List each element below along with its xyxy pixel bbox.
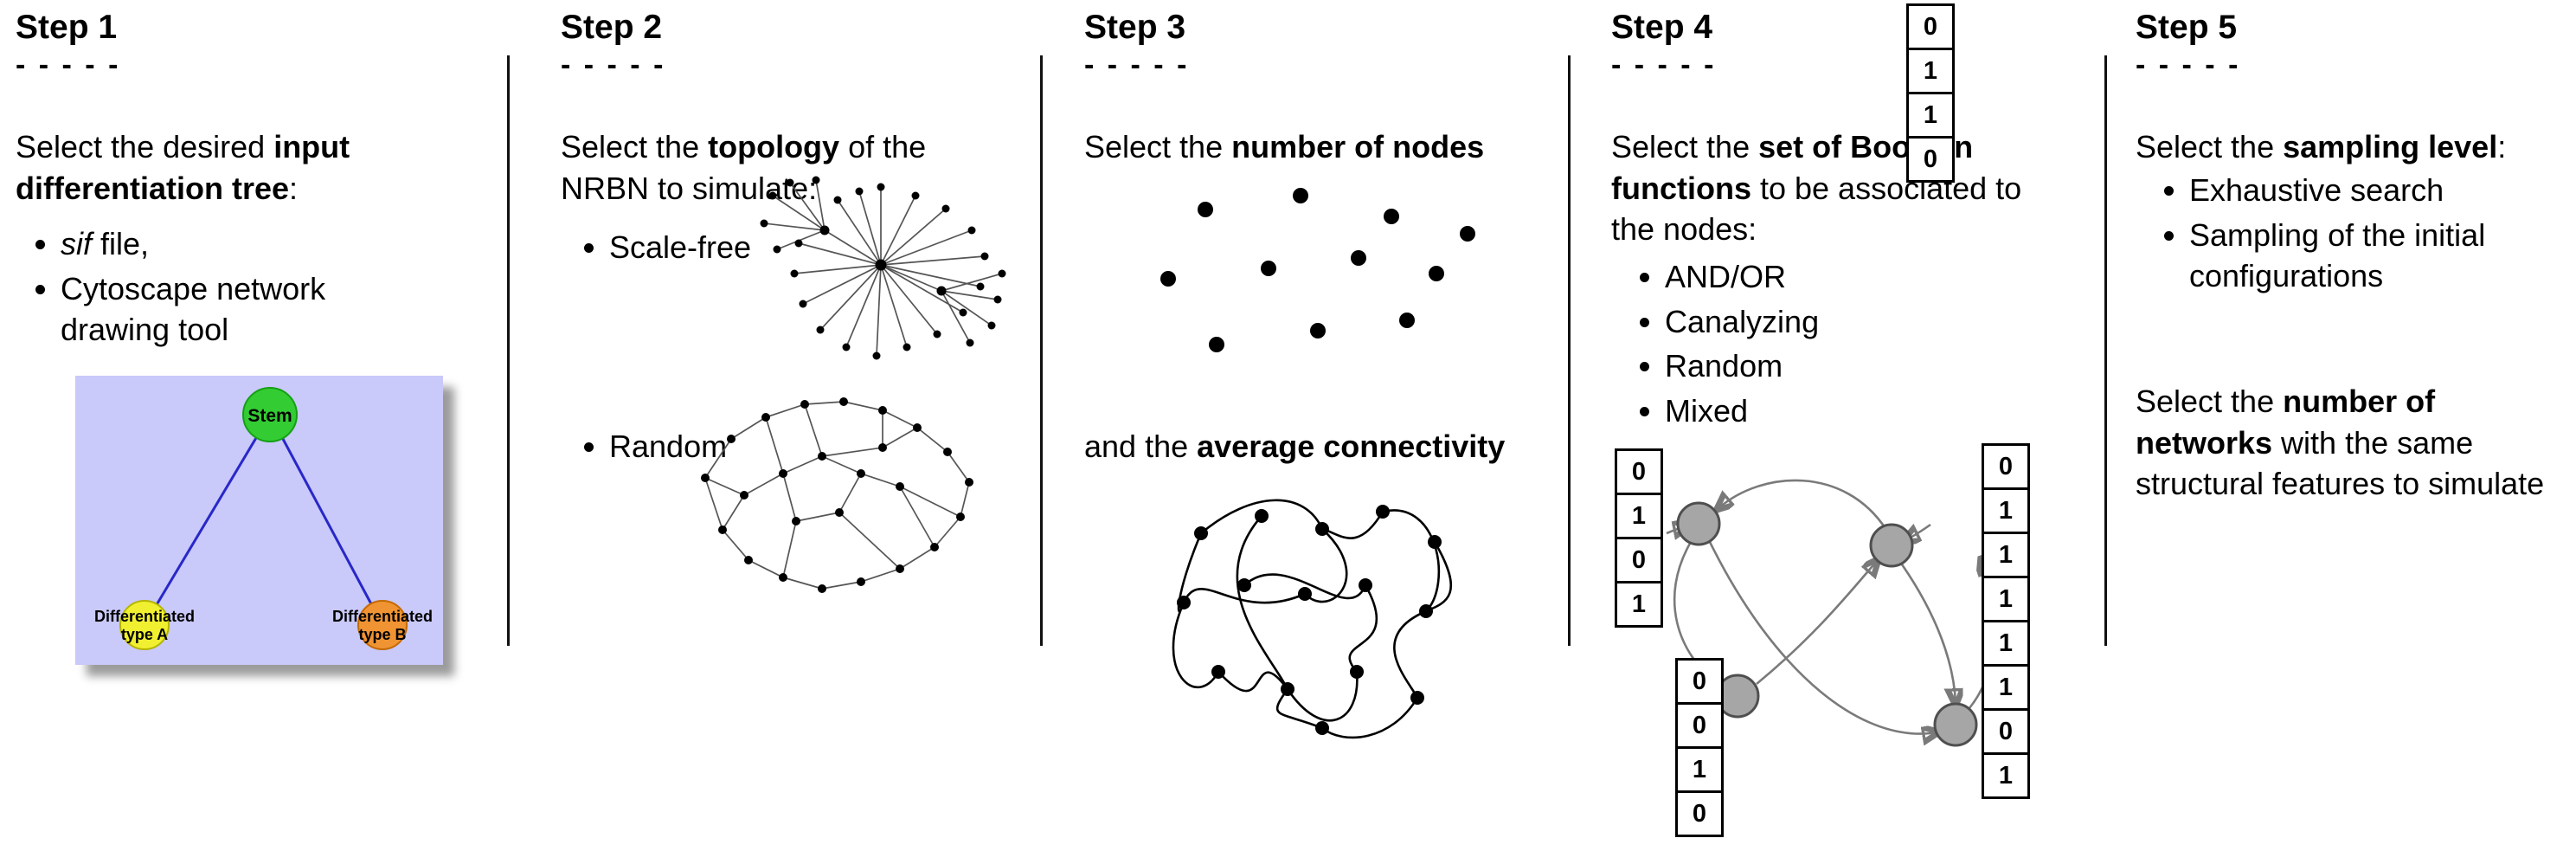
boolean-network-graph <box>1666 479 2096 851</box>
truth-table-cell: 0 <box>1906 136 1955 183</box>
truth-table-cell: 0 <box>1675 702 1724 749</box>
column-divider <box>1040 55 1043 646</box>
list-item-random-fn: Random <box>1665 345 1905 387</box>
truth-table-cell: 1 <box>1615 493 1663 539</box>
list-item-random: Random <box>609 426 824 467</box>
step5-title: Step 5 <box>2136 9 2238 46</box>
truth-table-cell: 0 <box>1982 708 2030 755</box>
node-dots-illustration <box>1160 188 1475 352</box>
truth-table-cell: 1 <box>1675 746 1724 793</box>
step3-title: Step 3 <box>1084 9 1186 46</box>
scale-free-network-illustration <box>760 176 1006 360</box>
list-item-cytoscape: Cytoscape network drawing tool <box>61 268 346 351</box>
truth-table-left: 0 1 0 1 <box>1615 448 1663 628</box>
step2-bullet-scale-free: Scale-free <box>564 227 824 272</box>
random-network-illustration <box>701 397 973 593</box>
column-divider <box>1568 55 1571 646</box>
truth-table-cell: 0 <box>1615 537 1663 583</box>
list-item-and-or: AND/OR <box>1665 256 1905 298</box>
step3-connectivity-text: and the average connectivity <box>1084 429 1506 464</box>
list-item-mixed: Mixed <box>1665 390 1905 432</box>
column-divider <box>2104 55 2107 646</box>
step1-dashes: - - - - - <box>16 48 121 81</box>
differentiation-tree-svg: Stem Differentiated type A Differentiate… <box>94 387 433 650</box>
type-b-label-line2: type B <box>358 626 406 643</box>
step3-intro: Select the number of nodes <box>1084 129 1485 164</box>
step5-dashes: - - - - - <box>2136 48 2241 81</box>
step2-bullet-random: Random <box>564 426 824 471</box>
list-item-scale-free: Scale-free <box>609 227 824 268</box>
hub-node <box>875 259 887 271</box>
type-b-label-line1: Differentiated <box>332 608 433 625</box>
differentiation-tree-figure: Stem Differentiated type A Differentiate… <box>75 376 443 665</box>
list-item-sif-file: sif file, <box>61 223 346 265</box>
truth-table-right: 0 1 1 1 1 1 0 1 <box>1982 443 2030 799</box>
type-a-node <box>119 600 170 650</box>
truth-table-cell: 1 <box>1982 620 2030 667</box>
truth-table-cell: 0 <box>1615 448 1663 495</box>
regulation-arrows <box>1666 479 1995 734</box>
truth-table-bottom-left: 0 0 1 0 <box>1675 658 1724 837</box>
list-item-exhaustive: Exhaustive search <box>2189 170 2551 211</box>
boolean-node-b <box>1869 523 1914 568</box>
stem-label: Stem <box>247 406 292 426</box>
step2-intro: Select the topology of the NRBN to simul… <box>561 129 927 206</box>
type-a-label-line1: Differentiated <box>94 608 195 625</box>
truth-table-cell: 0 <box>1675 790 1724 837</box>
step4-title: Step 4 <box>1611 9 1713 46</box>
step5-intro: Select the sampling level: <box>2136 129 2507 164</box>
tree-edge-a <box>143 414 272 626</box>
step2-title: Step 2 <box>561 9 663 46</box>
truth-table-cell: 0 <box>1675 658 1724 705</box>
truth-table-cell: 1 <box>1982 752 2030 799</box>
boolean-node-d <box>1933 702 1978 747</box>
step1-column: Step 1 - - - - - Select the desired inpu… <box>16 0 500 851</box>
truth-table-cell: 0 <box>1906 3 1955 50</box>
step5-bullet-list: Exhaustive search Sampling of the initia… <box>2144 170 2551 300</box>
tree-edge-b <box>268 414 384 626</box>
step2-dashes: - - - - - <box>561 48 666 81</box>
truth-table-cell: 1 <box>1615 581 1663 628</box>
truth-table-cell: 0 <box>1982 443 2030 490</box>
type-b-node <box>357 600 408 650</box>
step3-column: Step 3 - - - - - Select the number of no… <box>1084 0 1562 851</box>
list-item-canalyzing: Canalyzing <box>1665 301 1905 343</box>
step1-title: Step 1 <box>16 9 118 46</box>
boolean-node-a <box>1676 501 1721 546</box>
step4-column: Step 4 - - - - - Select the set of Boole… <box>1611 0 2098 851</box>
step4-dashes: - - - - - <box>1611 48 1717 81</box>
step5-column: Step 5 - - - - - Select the sampling lev… <box>2136 0 2573 851</box>
truth-table-cell: 1 <box>1982 532 2030 578</box>
step5-networks-text: Select the number of networks with the s… <box>2136 384 2545 502</box>
truth-table-cell: 1 <box>1982 576 2030 622</box>
connectivity-network-illustration <box>1172 499 1453 739</box>
truth-table-cell: 1 <box>1906 92 1955 139</box>
step4-intro: Select the set of Boolean functions to b… <box>1611 129 2022 248</box>
step1-bullet-list: sif file, Cytoscape network drawing tool <box>16 223 346 354</box>
truth-table-cell: 1 <box>1982 664 2030 711</box>
stem-node <box>242 387 298 442</box>
type-a-label-line2: type A <box>121 626 168 643</box>
truth-table-cell: 1 <box>1982 487 2030 534</box>
column-divider <box>507 55 510 646</box>
step1-intro: Select the desired input differentiation… <box>16 129 350 206</box>
list-item-sampling: Sampling of the initial configurations <box>2189 215 2551 297</box>
step3-dashes: - - - - - <box>1084 48 1190 81</box>
truth-table-cell: 1 <box>1906 48 1955 94</box>
step4-bullet-list: AND/OR Canalyzing Random Mixed <box>1620 256 1905 435</box>
step2-column: Step 2 - - - - - Select the topology of … <box>561 0 1032 851</box>
truth-table-top: 0 1 1 0 <box>1906 3 1955 183</box>
